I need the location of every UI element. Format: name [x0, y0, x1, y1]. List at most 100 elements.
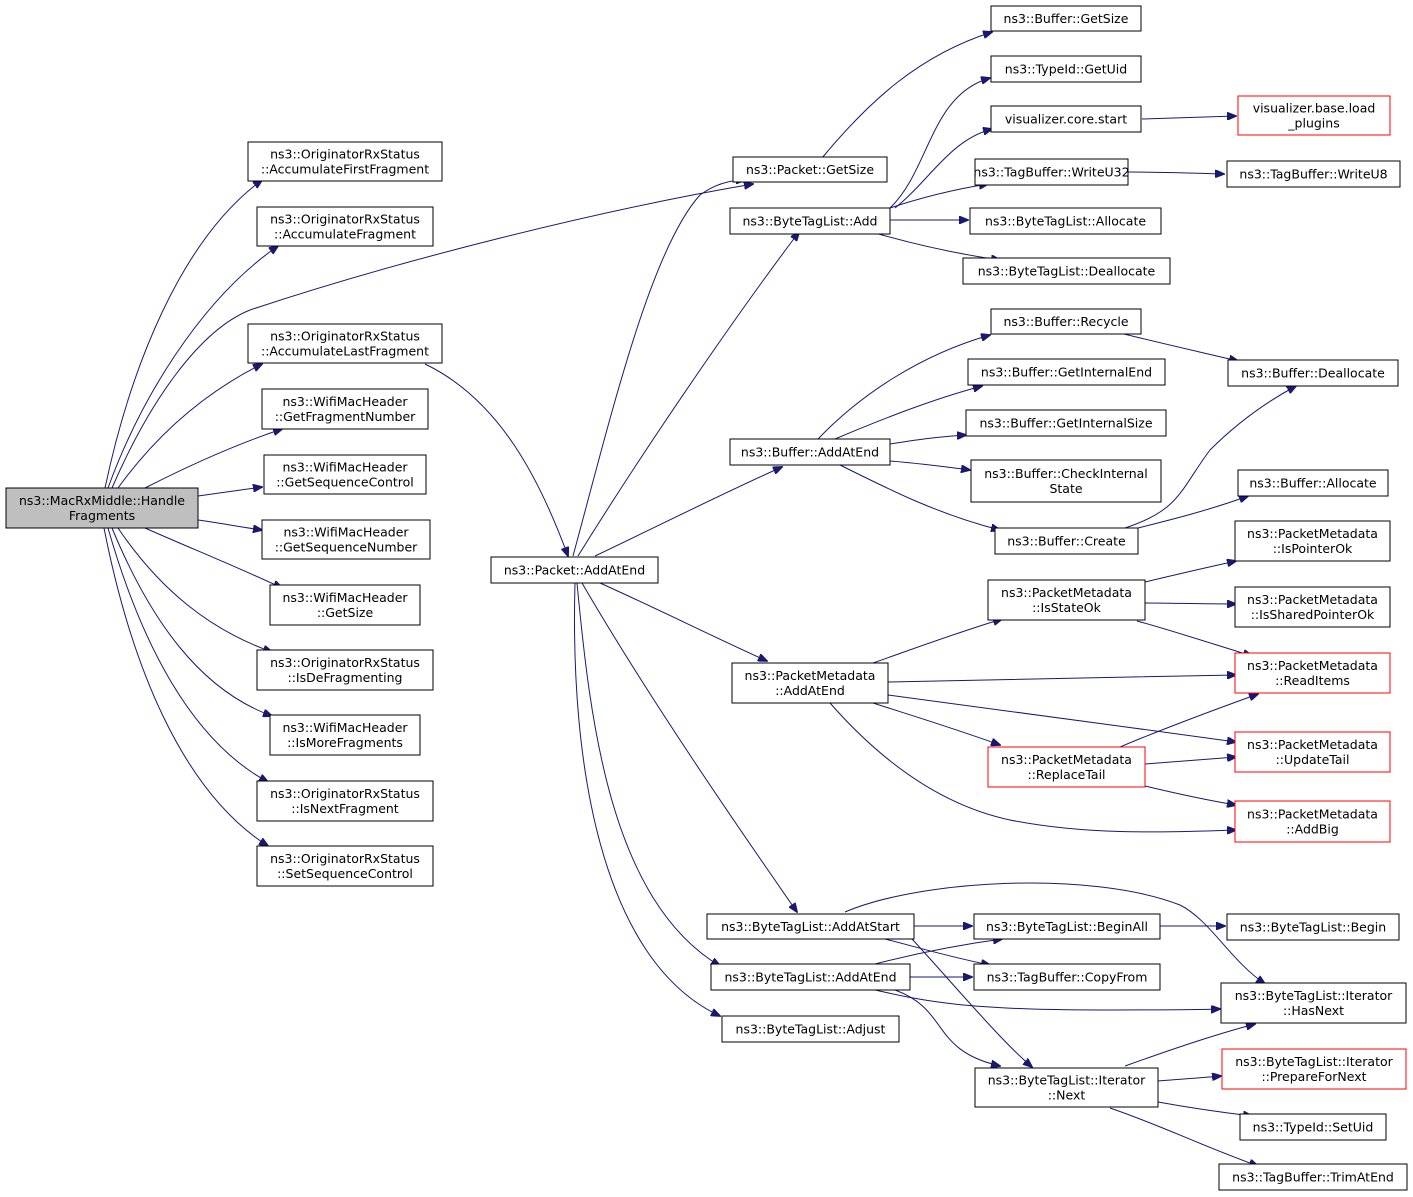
node-buf-allocate[interactable]: ns3::Buffer::Allocate	[1237, 469, 1389, 497]
edge-acc-last-pkt-add-at-end	[424, 363, 568, 556]
edge-pmae-add-big	[829, 702, 1236, 832]
edge-root-acc-frag	[107, 246, 278, 489]
node-label: ns3::ByteTagList::Allocate	[985, 214, 1146, 229]
node-set-seq-ctrl[interactable]: ns3::OriginatorRxStatus::SetSequenceCont…	[256, 845, 434, 887]
node-box	[261, 388, 429, 430]
node-hdr-get-size[interactable]: ns3::WifiMacHeader::GetSize	[269, 584, 421, 626]
node-get-seq-ctrl[interactable]: ns3::WifiMacHeader::GetSequenceControl	[263, 454, 427, 495]
node-label: ns3::Packet::AddAtEnd	[504, 563, 645, 578]
node-label: ns3::ByteTagList::AddAtStart	[721, 919, 900, 934]
edge-pgs-buf-get-size	[821, 32, 992, 159]
node-label: ns3::OriginatorRxStatus	[270, 655, 420, 670]
node-pm-add-at-end[interactable]: ns3::PacketMetadata::AddAtEnd	[731, 662, 889, 704]
node-box	[1234, 520, 1391, 562]
node-label: ns3::OriginatorRxStatus	[270, 329, 420, 344]
node-btl-add[interactable]: ns3::ByteTagList::Add	[729, 207, 891, 235]
node-label: ns3::ByteTagList::AddAtEnd	[725, 970, 897, 985]
node-label: ns3::WifiMacHeader	[282, 394, 408, 409]
node-buf-internal-end[interactable]: ns3::Buffer::GetInternalEnd	[967, 358, 1166, 386]
edge-pmae-replace-tail	[872, 702, 1000, 745]
edge-root-set-seq-ctrl	[103, 527, 268, 846]
node-buf-get-size[interactable]: ns3::Buffer::GetSize	[990, 5, 1142, 32]
node-btl-deallocate[interactable]: ns3::ByteTagList::Deallocate	[962, 257, 1171, 285]
node-label: ns3::Buffer::Recycle	[1003, 314, 1128, 329]
node-btl-allocate[interactable]: ns3::ByteTagList::Allocate	[969, 207, 1162, 235]
edge-root-acc-last	[117, 364, 262, 489]
node-typeid-set-uid[interactable]: ns3::TypeId::SetUid	[1239, 1113, 1387, 1141]
edge-root-get-frag-num	[144, 429, 282, 489]
node-label: ::ReplaceTail	[1027, 767, 1105, 782]
node-it-has-next[interactable]: ns3::ByteTagList::Iterator::HasNext	[1220, 982, 1407, 1024]
node-it-prepare[interactable]: ns3::ByteTagList::Iterator::PrepareForNe…	[1221, 1048, 1407, 1090]
node-box	[1218, 1163, 1408, 1191]
node-pkt-add-at-end[interactable]: ns3::Packet::AddAtEnd	[490, 556, 659, 584]
node-buf-create[interactable]: ns3::Buffer::Create	[994, 527, 1139, 555]
edge-iso-read-items	[1136, 620, 1252, 656]
edge-pae-btl-add-at-start	[581, 582, 797, 912]
node-pm-is-pointer-ok[interactable]: ns3::PacketMetadata::IsPointerOk	[1234, 520, 1391, 562]
node-tb-copy-from[interactable]: ns3::TagBuffer::CopyFrom	[973, 963, 1161, 991]
node-label: ns3::WifiMacHeader	[282, 460, 408, 475]
node-buf-deallocate[interactable]: ns3::Buffer::Deallocate	[1227, 359, 1399, 387]
node-label: ::Next	[1048, 1088, 1086, 1103]
node-box	[1234, 586, 1391, 628]
edge-rt-update-tail	[1144, 757, 1236, 765]
edge-pae-btl-adjust	[574, 582, 720, 1016]
node-vis-core-start[interactable]: visualizer.core.start	[990, 105, 1142, 133]
edge-root-is-defrag	[117, 527, 272, 652]
node-label: ns3::ByteTagList::Deallocate	[978, 264, 1156, 279]
node-buf-recycle[interactable]: ns3::Buffer::Recycle	[990, 308, 1142, 335]
node-acc-first[interactable]: ns3::OriginatorRxStatus::AccumulateFirst…	[247, 141, 443, 182]
node-box	[973, 963, 1161, 991]
node-it-next[interactable]: ns3::ByteTagList::Iterator::Next	[974, 1067, 1159, 1108]
node-box	[990, 308, 1142, 335]
node-box	[1226, 913, 1400, 941]
edge-pmae-read-items	[887, 675, 1236, 683]
node-tb-write-u32[interactable]: ns3::TagBuffer::WriteU32	[973, 158, 1130, 186]
node-label: ::AddAtEnd	[775, 683, 845, 698]
node-typeid-get-uid[interactable]: ns3::TypeId::GetUid	[990, 55, 1142, 83]
edge-pmae-update-tail	[887, 694, 1236, 742]
node-label: ::GetSequenceNumber	[275, 540, 418, 555]
node-pkt-get-size[interactable]: ns3::Packet::GetSize	[732, 156, 888, 183]
edge-vis-core-load-plugins	[1141, 116, 1236, 119]
node-label: ns3::Buffer::Deallocate	[1241, 366, 1385, 381]
node-btl-adjust[interactable]: ns3::ByteTagList::Adjust	[721, 1015, 900, 1043]
edge-pmae-is-state-ok	[872, 619, 1002, 664]
node-label: ::AccumulateFirstFragment	[261, 162, 429, 177]
edge-btl-add-tb-write-u32	[889, 184, 988, 209]
node-is-next-frag[interactable]: ns3::OriginatorRxStatus::IsNextFragment	[256, 780, 434, 822]
node-pm-is-shared-ptr-ok[interactable]: ns3::PacketMetadata::IsSharedPointerOk	[1234, 586, 1391, 628]
node-pm-replace-tail[interactable]: ns3::PacketMetadata::ReplaceTail	[987, 746, 1146, 788]
node-btl-add-at-start[interactable]: ns3::ByteTagList::AddAtStart	[706, 913, 915, 940]
edge-create-deallocate	[1124, 386, 1296, 529]
node-vis-load-plugins[interactable]: visualizer.base.load_plugins	[1237, 95, 1391, 136]
node-buf-add-at-end[interactable]: ns3::Buffer::AddAtEnd	[729, 438, 891, 466]
node-label: ::AccumulateFragment	[274, 227, 416, 242]
edge-baae2-it-next	[894, 989, 1000, 1066]
node-tb-write-u8[interactable]: ns3::TagBuffer::WriteU8	[1226, 160, 1401, 188]
node-btl-add-at-end[interactable]: ns3::ByteTagList::AddAtEnd	[710, 963, 911, 991]
node-pm-add-big[interactable]: ns3::PacketMetadata::AddBig	[1234, 800, 1391, 843]
node-label: ns3::TagBuffer::CopyFrom	[987, 970, 1148, 985]
node-pm-is-state-ok[interactable]: ns3::PacketMetadata::IsStateOk	[987, 579, 1146, 621]
node-box	[269, 584, 421, 626]
node-tb-trim-at-end[interactable]: ns3::TagBuffer::TrimAtEnd	[1218, 1163, 1408, 1191]
node-pm-read-items[interactable]: ns3::PacketMetadata::ReadItems	[1234, 652, 1391, 694]
edge-pae-btl-add-at-end	[576, 582, 720, 966]
node-label: ns3::TypeId::GetUid	[1005, 62, 1127, 77]
node-acc-last[interactable]: ns3::OriginatorRxStatus::AccumulateLastF…	[247, 323, 443, 364]
node-box	[261, 519, 431, 560]
node-get-frag-num[interactable]: ns3::WifiMacHeader::GetFragmentNumber	[261, 388, 429, 430]
node-is-defrag[interactable]: ns3::OriginatorRxStatus::IsDeFragmenting	[256, 649, 434, 691]
node-acc-frag[interactable]: ns3::OriginatorRxStatus::AccumulateFragm…	[256, 206, 434, 247]
node-buf-internal-size[interactable]: ns3::Buffer::GetInternalSize	[965, 409, 1167, 437]
node-pm-update-tail[interactable]: ns3::PacketMetadata::UpdateTail	[1234, 731, 1391, 773]
node-is-more-frag[interactable]: ns3::WifiMacHeader::IsMoreFragments	[269, 714, 421, 756]
node-get-seq-num[interactable]: ns3::WifiMacHeader::GetSequenceNumber	[261, 519, 431, 560]
node-btl-begin[interactable]: ns3::ByteTagList::Begin	[1226, 913, 1400, 941]
node-btl-begin-all[interactable]: ns3::ByteTagList::BeginAll	[973, 913, 1161, 940]
node-box	[247, 323, 443, 364]
